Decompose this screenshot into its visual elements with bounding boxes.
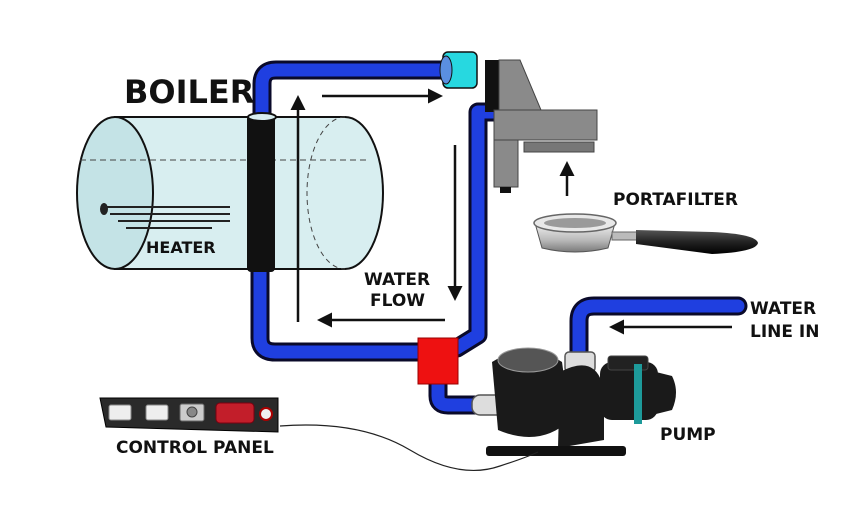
control-panel <box>99 397 279 433</box>
pipe-return-to-boiler <box>250 260 430 362</box>
portafilter-label: PORTAFILTER <box>613 190 738 210</box>
heater-element <box>102 206 230 229</box>
pump <box>471 347 676 456</box>
portafilter <box>533 213 758 254</box>
button-icon <box>108 404 132 421</box>
display-icon <box>215 402 255 424</box>
pipe-boiler-to-group-head <box>252 60 455 128</box>
water-line-in-label-line2: LINE IN <box>750 322 819 342</box>
flow-arrows <box>290 88 732 335</box>
pipe-valve-to-pump <box>428 372 500 415</box>
pump-label: PUMP <box>660 425 716 445</box>
control-panel-label: CONTROL PANEL <box>116 438 274 458</box>
boiler-band <box>247 115 275 272</box>
boiler <box>76 112 384 272</box>
valve <box>417 337 459 385</box>
boiler-label: BOILER <box>124 73 254 111</box>
group-head <box>485 59 598 193</box>
pipe-coupling <box>439 51 478 89</box>
water-flow-label-line1: WATER <box>364 270 430 290</box>
heater-terminal-icon <box>100 203 108 215</box>
pipe-water-line-in <box>569 296 748 362</box>
water-line-in-label-line1: WATER <box>750 299 816 319</box>
pipe-group-head-return <box>447 102 505 358</box>
heater-label: HEATER <box>146 238 216 257</box>
button-icon <box>145 404 169 421</box>
control-wire <box>279 424 539 472</box>
power-button-icon <box>259 407 273 421</box>
water-flow-label-line2: FLOW <box>370 291 425 311</box>
